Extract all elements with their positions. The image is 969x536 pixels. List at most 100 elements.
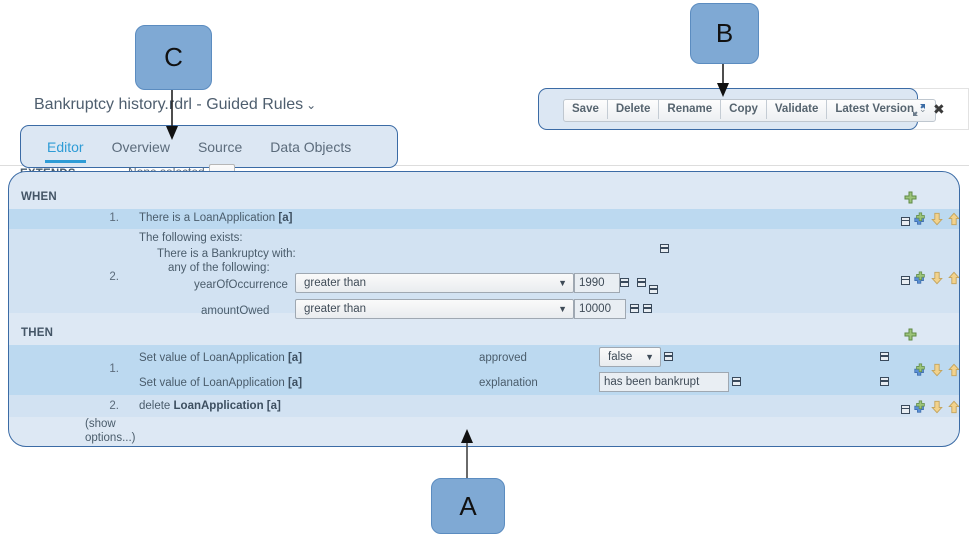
when-add-icon[interactable]: [904, 191, 917, 204]
yellow-up-arrow-icon[interactable]: [947, 212, 960, 226]
then-row-2[interactable]: [9, 395, 959, 417]
yellow-down-arrow-icon[interactable]: [930, 363, 944, 377]
add-blue-green-icon[interactable]: [913, 363, 927, 377]
then-row-2-text: delete LoanApplication [a]: [139, 400, 281, 412]
then-action-1-value: false: [608, 351, 633, 363]
then-action-1-remove-icon[interactable]: [664, 352, 673, 361]
add-blue-green-icon[interactable]: [913, 271, 927, 285]
chevron-down-icon: ▼: [558, 304, 567, 314]
tab-source-label: Source: [197, 138, 243, 155]
constraint-2-operator-value: greater than: [304, 303, 367, 315]
then-action-2-value-input[interactable]: has been bankrupt: [599, 372, 729, 392]
then-row-2-number: 2.: [109, 400, 119, 412]
yellow-up-arrow-icon[interactable]: [947, 400, 960, 414]
callout-c-label: C: [164, 42, 183, 72]
when-row-1[interactable]: [9, 209, 959, 229]
tab-list: Editor Overview Source Data Objects: [21, 126, 397, 167]
save-button[interactable]: Save: [564, 100, 608, 119]
callout-a-label: A: [459, 490, 477, 521]
tab-overview[interactable]: Overview: [98, 126, 184, 167]
then-action-1-collapse-icon[interactable]: [880, 352, 889, 361]
callout-b: B: [690, 3, 759, 64]
then-row-1-number: 1.: [109, 363, 119, 375]
constraint-1-value-input[interactable]: 1990: [574, 273, 620, 293]
then-action-2-text: Set value of LoanApplication [a]: [139, 377, 302, 389]
close-icon[interactable]: ✖: [933, 101, 945, 117]
copy-button[interactable]: Copy: [721, 100, 767, 119]
chevron-down-icon[interactable]: ⌄: [306, 98, 317, 112]
callout-c: C: [135, 25, 212, 90]
then-add-icon[interactable]: [904, 328, 917, 341]
yellow-up-arrow-icon[interactable]: [947, 271, 960, 285]
chevron-down-icon: ▼: [645, 352, 654, 362]
constraint-2-operator-select[interactable]: greater than ▼: [295, 299, 574, 319]
version-dropdown-label: Latest Version: [835, 103, 914, 115]
show-options-line-2[interactable]: options...): [85, 432, 136, 444]
add-blue-green-icon[interactable]: [913, 212, 927, 226]
then-row-2-actions: [901, 400, 960, 414]
tab-data-objects[interactable]: Data Objects: [256, 126, 365, 167]
when-row-2-line-1: The following exists:: [139, 232, 243, 244]
tab-editor[interactable]: Editor: [33, 126, 98, 167]
header-divider: [0, 165, 969, 166]
then-action-2-collapse-icon[interactable]: [880, 377, 889, 386]
yellow-down-arrow-icon[interactable]: [930, 400, 944, 414]
chevron-down-icon: ▼: [558, 278, 567, 288]
chevron-down-icon: ⌄: [918, 104, 927, 114]
pattern-remove-icon[interactable]: [660, 244, 669, 253]
tab-source[interactable]: Source: [184, 126, 256, 167]
when-row-1-actions: [901, 212, 960, 226]
yellow-down-arrow-icon[interactable]: [930, 271, 944, 285]
constraint-2-remove-icon-2[interactable]: [643, 304, 652, 313]
validate-button[interactable]: Validate: [767, 100, 828, 119]
then-row-1[interactable]: [9, 345, 959, 395]
minus-square-icon[interactable]: [901, 404, 910, 414]
callout-b-label: B: [715, 18, 734, 48]
constraint-1-remove-icon-2[interactable]: [637, 278, 646, 287]
then-action-1-value-select[interactable]: false ▼: [599, 347, 661, 367]
constraint-1-operator-select[interactable]: greater than ▼: [295, 273, 574, 293]
header-band: [398, 125, 969, 166]
callout-a: A: [431, 478, 505, 534]
when-row-2-actions: [901, 271, 960, 285]
then-row-1-actions: [901, 363, 960, 377]
page-title-text: Bankruptcy history.rdrl - Guided Rules: [34, 96, 304, 113]
then-row-2-prefix: delete: [139, 400, 174, 412]
delete-button[interactable]: Delete: [608, 100, 660, 119]
minus-square-icon[interactable]: [901, 216, 910, 226]
rename-button[interactable]: Rename: [659, 100, 722, 119]
yellow-down-arrow-icon[interactable]: [930, 212, 944, 226]
then-row-2-binding: LoanApplication [a]: [173, 400, 281, 412]
when-row-2-number: 2.: [109, 271, 119, 283]
then-action-1-binding: [a]: [287, 352, 303, 364]
then-section-header: THEN: [9, 324, 959, 345]
toolbar-button-group: Save Delete Rename Copy Validate Latest …: [563, 99, 936, 122]
version-dropdown[interactable]: Latest Version ⌄: [827, 100, 934, 119]
when-row-1-text: There is a LoanApplication [a]: [139, 212, 292, 224]
add-blue-green-icon[interactable]: [913, 400, 927, 414]
then-label: THEN: [21, 327, 54, 339]
yellow-up-arrow-icon[interactable]: [947, 363, 960, 377]
constraint-group-remove-icon[interactable]: [649, 285, 658, 294]
then-action-2-binding: [a]: [287, 377, 303, 389]
then-action-2-field: explanation: [479, 377, 538, 389]
when-row-2-line-3: any of the following:: [168, 262, 270, 274]
tab-strip: Editor Overview Source Data Objects: [20, 125, 398, 168]
page-title[interactable]: Bankruptcy history.rdrl - Guided Rules⌄: [34, 96, 316, 114]
minus-square-icon[interactable]: [901, 275, 910, 285]
constraint-2-remove-icon[interactable]: [630, 304, 639, 313]
when-row-1-binding: [a]: [278, 212, 293, 224]
show-options-line-1[interactable]: (show: [85, 418, 116, 430]
when-row-2-line-2: There is a Bankruptcy with:: [157, 248, 296, 260]
constraint-2-value-input[interactable]: 10000: [574, 299, 626, 319]
when-label: WHEN: [21, 191, 57, 203]
then-action-2-remove-icon[interactable]: [732, 377, 741, 386]
expand-icon[interactable]: [911, 102, 927, 118]
when-row-1-prefix: There is a LoanApplication: [139, 212, 279, 224]
when-row-1-number: 1.: [109, 212, 119, 224]
constraint-1-operator-value: greater than: [304, 277, 367, 289]
then-action-1-prefix: Set value of LoanApplication: [139, 352, 288, 364]
then-action-1-text: Set value of LoanApplication [a]: [139, 352, 302, 364]
constraint-1-remove-icon[interactable]: [620, 278, 629, 287]
constraint-1-field: yearOfOccurrence: [194, 279, 288, 291]
